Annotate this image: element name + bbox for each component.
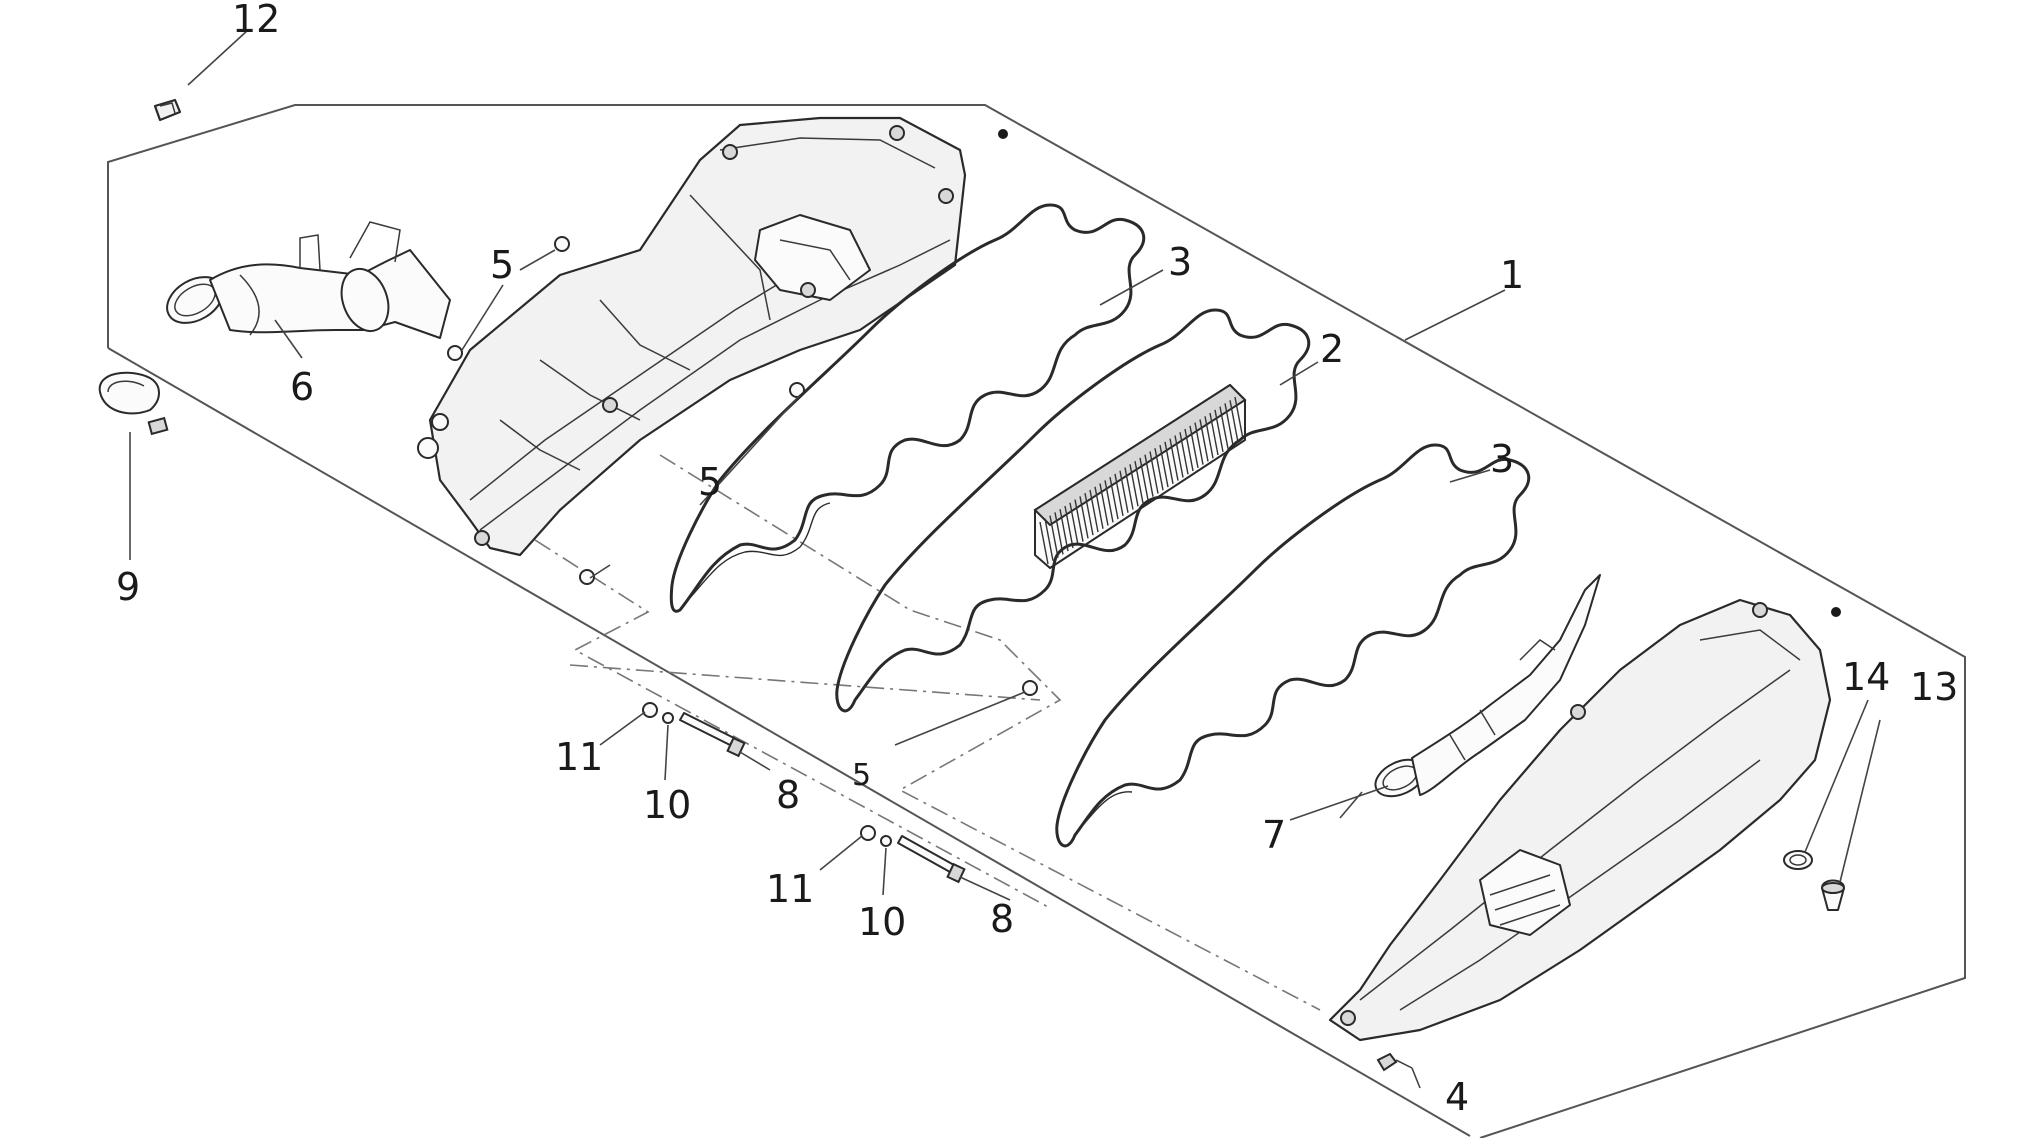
filter-pleat: [1129, 464, 1139, 507]
filter-pleat: [1119, 470, 1129, 513]
washer-10-b: [880, 835, 892, 847]
airbox-housing-part: [417, 116, 967, 557]
screw-4-part: [1376, 1052, 1413, 1072]
filter-pleat: [1199, 419, 1209, 462]
intake-duct-part: [166, 221, 451, 339]
assembly-frame: [107, 104, 1966, 1138]
bolt-8-b: [897, 835, 955, 873]
filter-pleat: [1144, 454, 1154, 497]
filter-pleat: [1174, 435, 1184, 478]
reference-dot-upper: [998, 129, 1008, 139]
gasket-3-front-part: [669, 203, 1146, 613]
gasket-2-part: [835, 308, 1311, 713]
filter-pleat: [1204, 416, 1214, 459]
callout-3-lower: 3: [1490, 437, 1514, 481]
filter-pleat: [1074, 499, 1084, 542]
seal-washer-5-e: [1022, 680, 1038, 696]
gasket-3-rear-part: [1055, 443, 1531, 848]
filter-pleat: [1149, 451, 1159, 494]
filter-pleat: [1124, 467, 1134, 510]
filter-pleat: [1099, 483, 1109, 526]
leader-lines: [129, 29, 1881, 1089]
washer-10-a: [662, 712, 674, 724]
filter-pleat: [1094, 486, 1104, 529]
callout-11-lower: 11: [766, 867, 814, 911]
airbox-cover-part: [1328, 598, 1832, 1042]
reference-dot-lower: [1831, 607, 1841, 617]
seal-washer-5-b: [447, 345, 463, 361]
filter-pleat: [1209, 412, 1219, 456]
drain-plug-13-part: [1821, 879, 1845, 911]
assembly-frame-bottom: [107, 347, 1471, 1137]
callout-3-upper: 3: [1168, 240, 1192, 284]
filter-pleat: [1179, 432, 1189, 475]
filter-pleat: [1059, 509, 1069, 552]
washer-11-a: [642, 702, 658, 718]
callout-6: 6: [290, 365, 314, 409]
filter-pleat: [1214, 409, 1224, 452]
bolt-8-a: [679, 712, 735, 746]
filter-pleat: [1169, 438, 1179, 481]
filter-pleat: [1164, 441, 1174, 485]
filter-pleat: [1159, 444, 1169, 488]
seal-washer-5-c: [789, 382, 805, 398]
callout-2: 2: [1320, 327, 1344, 371]
filter-pleat: [1089, 489, 1099, 533]
clip-nut-part: [153, 98, 182, 122]
callout-5-upper: 5: [490, 243, 514, 287]
callout-14: 14: [1842, 655, 1890, 699]
filter-pleat: [1044, 518, 1054, 561]
seal-washer-5-a: [554, 236, 570, 252]
filter-pleat: [1064, 505, 1074, 549]
filter-pleat: [1224, 403, 1234, 446]
filter-pleat: [1194, 422, 1204, 465]
washer-11-b: [860, 825, 876, 841]
callout-8-lower: 8: [990, 897, 1014, 941]
filter-pleat: [1134, 460, 1144, 504]
clamp-14-part: [1783, 850, 1813, 870]
filter-pleat: [1039, 521, 1049, 565]
filter-pleat: [1069, 502, 1079, 545]
callout-10-lower: 10: [858, 900, 906, 944]
callout-11-upper: 11: [555, 735, 603, 779]
filter-pleat: [1104, 480, 1114, 523]
callout-12: 12: [232, 0, 280, 41]
filter-pleat: [1084, 493, 1094, 536]
duct-7-part: [1374, 574, 1601, 798]
filter-pleat: [1234, 396, 1244, 440]
callout-10-upper: 10: [643, 783, 691, 827]
filter-pleat: [1219, 406, 1229, 449]
callout-4: 4: [1445, 1075, 1469, 1119]
callout-1: 1: [1500, 253, 1524, 297]
callout-8-upper: 8: [776, 773, 800, 817]
callout-7: 7: [1262, 813, 1286, 857]
filter-pleat: [1109, 476, 1119, 520]
callout-13: 13: [1910, 665, 1958, 709]
filter-pleat: [1189, 425, 1199, 468]
seal-washer-5-d: [579, 569, 595, 585]
filter-pleat: [1049, 515, 1059, 558]
filter-element-2-part: [1033, 383, 1247, 569]
filter-pleat: [1054, 512, 1064, 555]
filter-pleat: [1139, 457, 1149, 501]
callout-5-lower: 5: [852, 758, 871, 793]
hose-clamp-part: [98, 371, 169, 436]
filter-pleat: [1184, 428, 1194, 472]
callout-9: 9: [116, 565, 140, 609]
filter-pleat: [1154, 448, 1164, 491]
filter-pleat: [1079, 496, 1089, 539]
bolt-set-a: [642, 702, 746, 758]
filter-pleat: [1229, 400, 1239, 443]
filter-pleat: [1114, 473, 1124, 517]
callout-5-middle: 5: [698, 460, 722, 504]
